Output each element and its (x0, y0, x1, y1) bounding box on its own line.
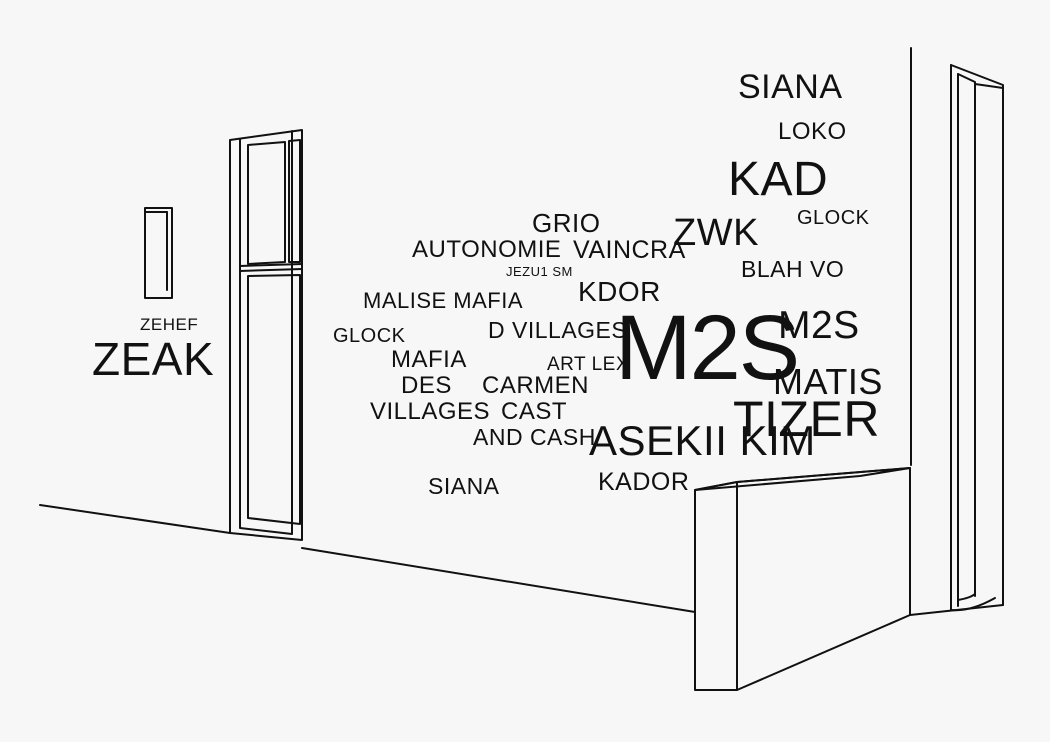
tag-cast: CAST (501, 398, 568, 425)
tag-blah-vo: BLAH VO (741, 256, 845, 282)
tag-autonomie: AUTONOMIE (412, 236, 562, 263)
tag-vaincra: VAINCRA (573, 236, 686, 264)
tag-glock-left: GLOCK (333, 325, 406, 347)
tag-asekii-kim: ASEKII KIM (589, 417, 816, 464)
tag-m2s-big: M2S (615, 297, 800, 399)
tag-malise-mafia: MALISE MAFIA (363, 288, 524, 313)
tag-siana-bottom: SIANA (428, 473, 500, 499)
tag-tizer: TIZER (733, 391, 880, 447)
tag-art-lex: ART LEX (547, 354, 630, 375)
door-glass-right (288, 139, 301, 263)
tag-glock-right: GLOCK (797, 207, 870, 229)
tag-carmen: CARMEN (482, 372, 590, 399)
tag-siana-top: SIANA (738, 68, 843, 106)
tag-matis: MATIS (773, 361, 883, 402)
tag-loko: LOKO (778, 118, 847, 145)
wall-baseline (301, 547, 696, 613)
wall-window-left (144, 207, 173, 299)
tag-des: DES (401, 372, 452, 399)
tag-mafia: MAFIA (391, 346, 467, 373)
door-glass-left (247, 141, 286, 265)
door-frame (229, 129, 303, 541)
tag-zehef: ZEHEF (140, 315, 199, 334)
tag-and-cash: AND CASH (473, 424, 596, 450)
tag-m2s-small: M2S (778, 304, 860, 347)
tag-kdor: KDOR (578, 276, 661, 307)
tag-grio: GRIO (532, 208, 601, 238)
concrete-block-front (694, 481, 738, 691)
curb-line-left (39, 504, 231, 534)
tag-zeak: ZEAK (92, 333, 215, 385)
door-lower-panel (247, 274, 301, 525)
tag-d-villages: D VILLAGES (488, 317, 628, 343)
tag-villages: VILLAGES (370, 398, 491, 425)
tag-kad: KAD (728, 153, 829, 206)
tag-kador: KADOR (598, 468, 690, 496)
right-doorway (950, 64, 1004, 606)
tag-zwk: ZWK (673, 212, 759, 254)
tag-jezu1-sm: JEZU1 SM (506, 264, 573, 279)
